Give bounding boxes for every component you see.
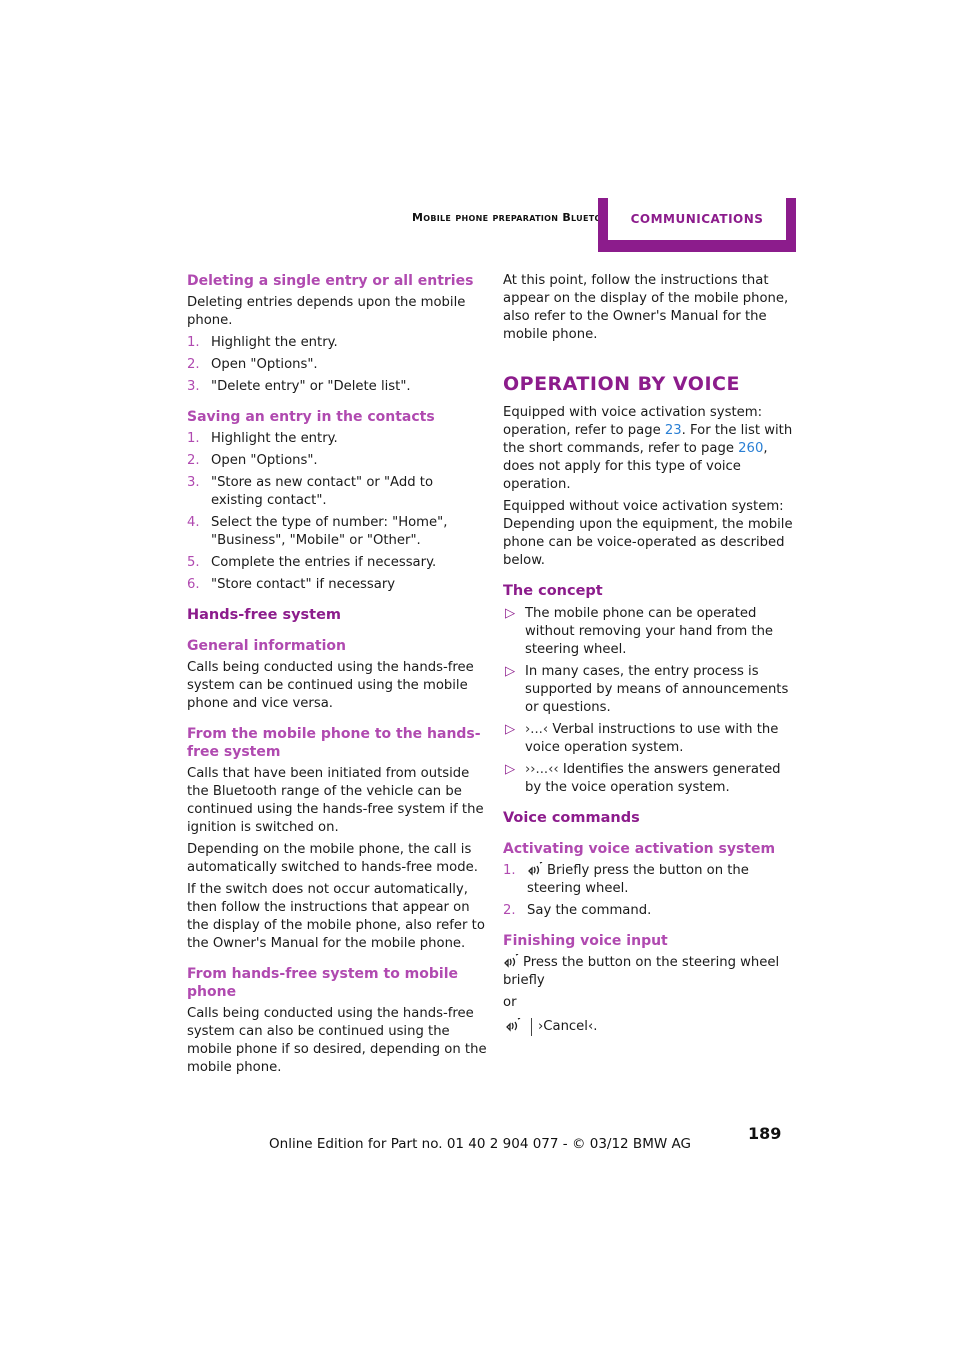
section-heading-save: Saving an entry in the contacts	[187, 409, 435, 425]
list-item: 1.Highlight the entry.	[187, 431, 338, 446]
list-item: 6."Store contact" if necessary	[187, 577, 396, 592]
voice-button-icon	[504, 954, 519, 968]
to-handsfree-p1: Calls that have been initiated from outs…	[187, 766, 484, 835]
concept-list: ▷The mobile phone can be operated withou…	[503, 605, 799, 797]
voice-p1: Equipped with voice activation system: o…	[503, 405, 793, 492]
list-item: 2.Open "Options".	[187, 357, 318, 372]
subheading-concept: The concept	[503, 583, 603, 599]
delete-intro: Deleting entries depends upon the mobile…	[187, 295, 466, 328]
running-header: Mobile phone preparation Bluetooth	[412, 211, 622, 224]
to-phone-text: Calls being conducted using the hands-fr…	[187, 1006, 487, 1075]
edition-footer: Online Edition for Part no. 01 40 2 904 …	[269, 1136, 691, 1152]
continuation-text: At this point, follow the instructions t…	[503, 273, 789, 342]
list-item: ▷››...‹‹ Identifies the answers generate…	[505, 762, 781, 795]
section-heading-handsfree: Hands-free system	[187, 607, 342, 623]
page-link-260[interactable]: 260	[738, 441, 764, 456]
activate-steps: 1. Briefly press the button on the steer…	[503, 862, 799, 920]
subheading-finish: Finishing voice input	[503, 933, 668, 949]
general-text: Calls being conducted using the hands-fr…	[187, 660, 474, 711]
left-column: Deleting a single entry or all entries D…	[187, 272, 487, 1081]
section-heading-voice: OPERATION BY VOICE	[503, 373, 740, 395]
finish-cancel: ›Cancel‹.	[503, 1018, 799, 1036]
subheading-to-phone: From hands-free system to mobile phone	[187, 966, 459, 1000]
subheading-activate: Activating voice activation system	[503, 841, 776, 857]
page-number: 189	[748, 1124, 782, 1143]
list-item: 4.Select the type of number: "Home", "Bu…	[187, 515, 448, 548]
delete-steps: 1.Highlight the entry. 2.Open "Options".…	[187, 334, 487, 396]
finish-text: Press the button on the steering wheel b…	[503, 954, 780, 988]
list-item: 5.Complete the entries if necessary.	[187, 555, 437, 570]
chapter-label: COMMUNICATIONS	[608, 198, 786, 240]
list-item: 3."Delete entry" or "Delete list".	[187, 379, 411, 394]
list-item: 1.Highlight the entry.	[187, 335, 338, 350]
chapter-tab: COMMUNICATIONS	[598, 198, 796, 252]
page-link-23[interactable]: 23	[664, 423, 682, 438]
list-item: 1. Briefly press the button on the steer…	[503, 862, 749, 896]
list-item: ▷›...‹ Verbal instructions to use with t…	[505, 722, 779, 755]
to-handsfree-p2: Depending on the mobile phone, the call …	[187, 842, 478, 875]
list-item: ▷The mobile phone can be operated withou…	[505, 606, 774, 657]
to-handsfree-p3: If the switch does not occur automatical…	[187, 882, 485, 951]
voice-p2: Equipped without voice activation system…	[503, 499, 793, 568]
subheading-voice-commands: Voice commands	[503, 810, 640, 826]
list-item: 3."Store as new contact" or "Add to exis…	[187, 475, 434, 508]
save-steps: 1.Highlight the entry. 2.Open "Options".…	[187, 430, 487, 594]
list-item: 2.Say the command.	[503, 903, 652, 918]
finish-or: or	[503, 995, 517, 1010]
voice-button-icon	[506, 1018, 521, 1032]
subheading-general: General information	[187, 638, 346, 654]
subheading-to-handsfree: From the mobile phone to the hands-free …	[187, 726, 481, 760]
right-column: At this point, follow the instructions t…	[503, 272, 799, 1040]
list-item: ▷In many cases, the entry process is sup…	[505, 664, 789, 715]
list-item: 2.Open "Options".	[187, 453, 318, 468]
section-heading-delete: Deleting a single entry or all entries	[187, 273, 474, 289]
voice-button-icon	[528, 862, 543, 876]
